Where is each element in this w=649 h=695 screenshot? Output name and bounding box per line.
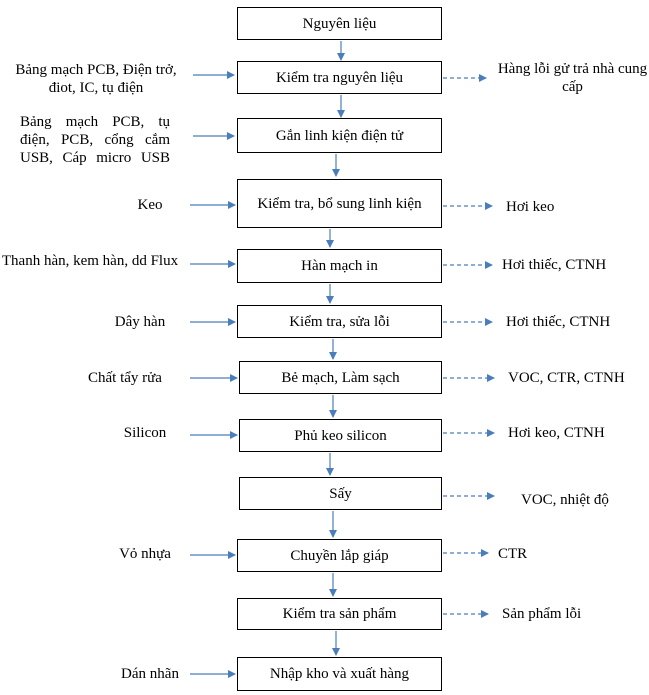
step-box: Phủ keo silicon [239, 419, 442, 452]
step-box: Sấy [239, 477, 442, 510]
step-box: Kiểm tra, sửa lỗi [237, 305, 442, 338]
output-label: VOC, CTR, CTNH [508, 370, 625, 386]
input-label: Dây hàn [114, 314, 166, 330]
input-label: Bảng mạch PCB, Điện trở, điot, IC, tụ đi… [15, 62, 177, 96]
step-box: Nhập kho và xuất hàng [237, 657, 442, 691]
input-label: Silicon [123, 425, 167, 441]
step-box: Kiểm tra nguyên liệu [237, 61, 442, 94]
input-label: Bảng mạch PCB, tụ điện, PCB, cổng cắm US… [20, 114, 170, 166]
step-box: Gắn linh kiện điện tử [237, 118, 442, 153]
step-box: Bẻ mạch, Làm sạch [239, 361, 442, 394]
output-label: Hàng lỗi gử trả nhà cung cấp [497, 61, 648, 95]
step-box: Kiểm tra sản phẩm [237, 598, 442, 630]
output-label: Hơi thiếc, CTNH [502, 257, 607, 273]
step-box: Kiểm tra, bổ sung linh kiện [237, 179, 442, 228]
step-box: Nguyên liệu [237, 7, 442, 40]
step-box: Hàn mạch in [237, 249, 442, 283]
output-label: Hơi keo [506, 199, 555, 215]
input-label: Vỏ nhựa [119, 546, 171, 562]
output-label: Sản phẩm lỗi [502, 606, 582, 622]
step-box: Chuyền lắp giáp [237, 539, 442, 572]
output-label: VOC, nhiệt độ [521, 492, 609, 508]
output-label: CTR [498, 546, 528, 562]
input-label: Chất tẩy rửa [88, 370, 162, 386]
input-label: Keo [137, 197, 163, 213]
input-label: Dán nhãn [121, 666, 179, 682]
input-label: Thanh hàn, kem hàn, dd Flux [1, 253, 179, 269]
output-label: Hơi thiếc, CTNH [506, 314, 611, 330]
output-label: Hơi keo, CTNH [508, 425, 605, 441]
